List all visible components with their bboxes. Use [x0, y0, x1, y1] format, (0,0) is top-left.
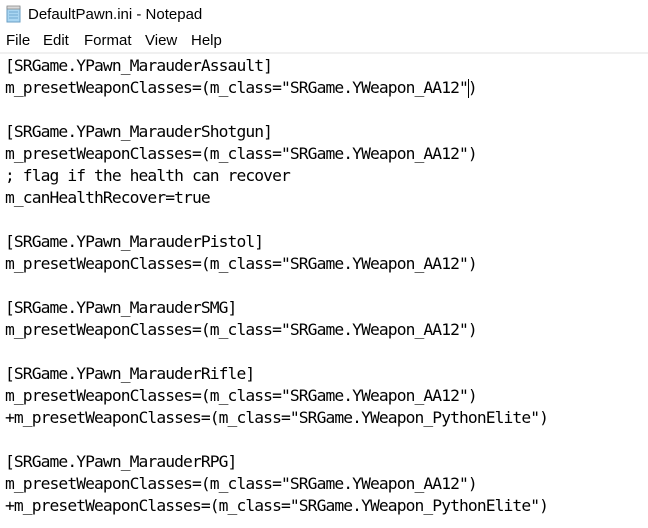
menu-file[interactable]: File	[6, 32, 31, 49]
menu-view[interactable]: View	[145, 32, 178, 49]
text-line[interactable]: m_presetWeaponClasses=(m_class="SRGame.Y…	[5, 254, 478, 273]
text-line[interactable]: m_presetWeaponClasses=(m_class="SRGame.Y…	[5, 386, 478, 405]
text-line[interactable]: ; flag if the health can recover	[5, 166, 291, 185]
text-line[interactable]: +m_presetWeaponClasses=(m_class="SRGame.…	[5, 408, 549, 427]
title-bar[interactable]: DefaultPawn.ini - Notepad	[0, 0, 648, 30]
menu-edit[interactable]: Edit	[43, 32, 69, 49]
text-line[interactable]: m_presetWeaponClasses=(m_class="SRGame.Y…	[5, 320, 478, 339]
text-line[interactable]: m_presetWeaponClasses=(m_class="SRGame.Y…	[5, 78, 478, 97]
text-line[interactable]: [SRGame.YPawn_MarauderAssault]	[5, 56, 273, 75]
text-line[interactable]: [SRGame.YPawn_MarauderPistol]	[5, 232, 264, 251]
text-caret	[467, 79, 469, 98]
text-editor[interactable]: [SRGame.YPawn_MarauderAssault] m_presetWe…	[0, 54, 648, 528]
text-line[interactable]: [SRGame.YPawn_MarauderSMG]	[5, 298, 237, 317]
notepad-icon	[6, 5, 22, 23]
menu-help[interactable]: Help	[191, 32, 222, 49]
menu-bar: File Edit Format View Help	[0, 30, 648, 54]
text-line[interactable]: m_canHealthRecover=true	[5, 188, 211, 207]
text-line[interactable]: +m_presetWeaponClasses=(m_class="SRGame.…	[5, 496, 549, 515]
text-line[interactable]: [SRGame.YPawn_MarauderShotgun]	[5, 122, 273, 141]
text-line[interactable]: [SRGame.YPawn_MarauderRifle]	[5, 364, 255, 383]
text-line[interactable]: m_presetWeaponClasses=(m_class="SRGame.Y…	[5, 144, 478, 163]
text-line[interactable]: [SRGame.YPawn_MarauderRPG]	[5, 452, 237, 471]
menu-format[interactable]: Format	[84, 32, 132, 49]
text-line[interactable]: m_presetWeaponClasses=(m_class="SRGame.Y…	[5, 474, 478, 493]
window-title: DefaultPawn.ini - Notepad	[28, 6, 203, 23]
